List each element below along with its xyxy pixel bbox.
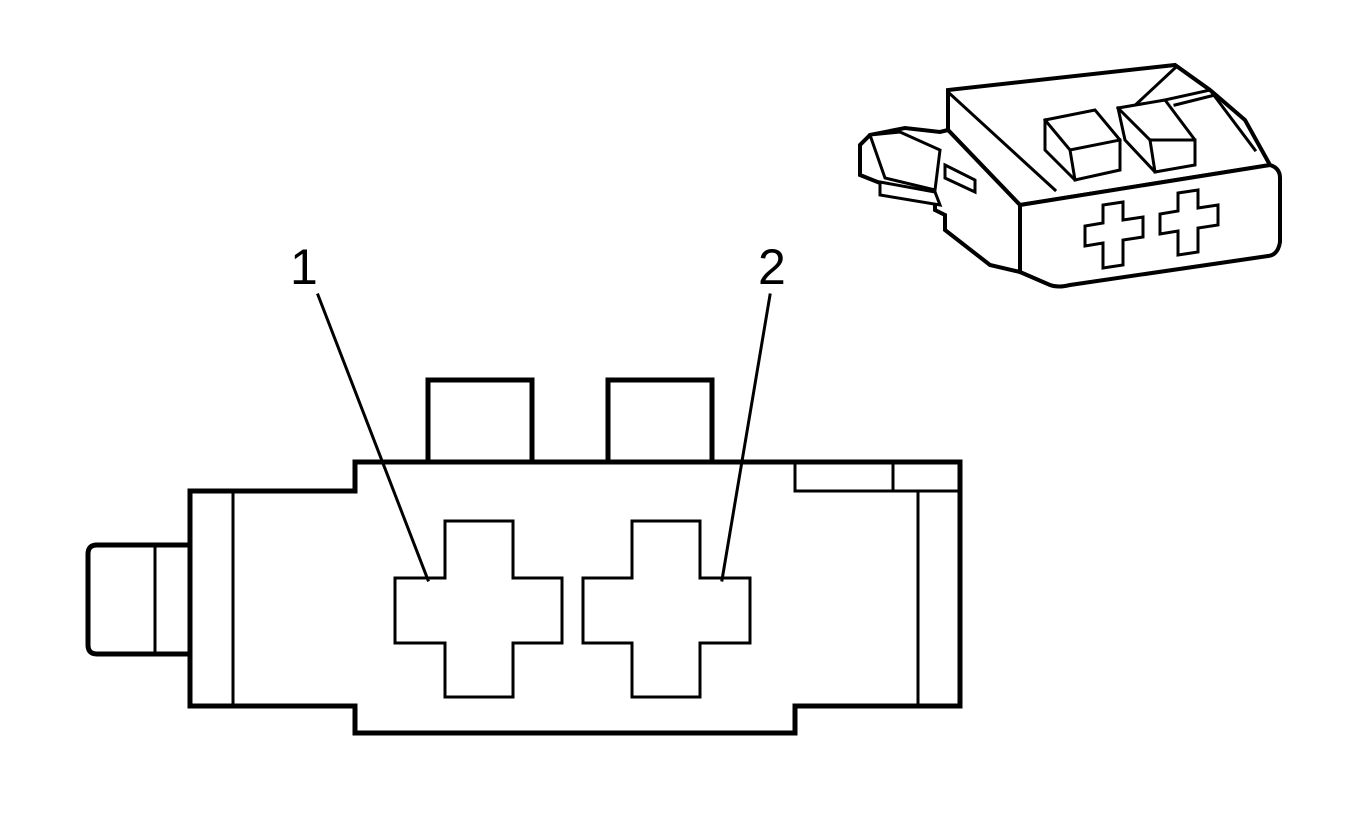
iso-right-rib [1163, 88, 1258, 153]
pin-label-1: 1 [290, 239, 318, 295]
body-top-right-rib [793, 460, 962, 493]
terminal-cavity-2 [581, 519, 752, 699]
iso-latch-side-slot [943, 162, 977, 195]
pin-label-2: 2 [758, 239, 786, 295]
connector-face-view: 1 2 [85, 239, 963, 736]
iso-top-tab-left [1042, 108, 1122, 182]
top-tab-left [425, 377, 535, 465]
latch-left [85, 542, 190, 657]
iso-right-rib-2 [1173, 93, 1217, 107]
iso-top-edge-rib [945, 89, 1058, 193]
connector-isometric-view [858, 62, 1282, 289]
iso-terminal-cavity-1 [1083, 200, 1145, 270]
connector-body [187, 459, 963, 736]
terminal-cavity-1 [393, 519, 564, 699]
callout-leader-1 [316, 293, 430, 582]
iso-housing-front [1018, 162, 1282, 289]
iso-top-edge-rib-2 [1127, 65, 1178, 113]
iso-terminal-cavity-2 [1158, 188, 1220, 257]
top-tab-right [605, 377, 715, 465]
iso-latch-finger [878, 180, 943, 207]
callout-leader-2 [720, 293, 772, 582]
iso-latch-lever [867, 130, 942, 192]
